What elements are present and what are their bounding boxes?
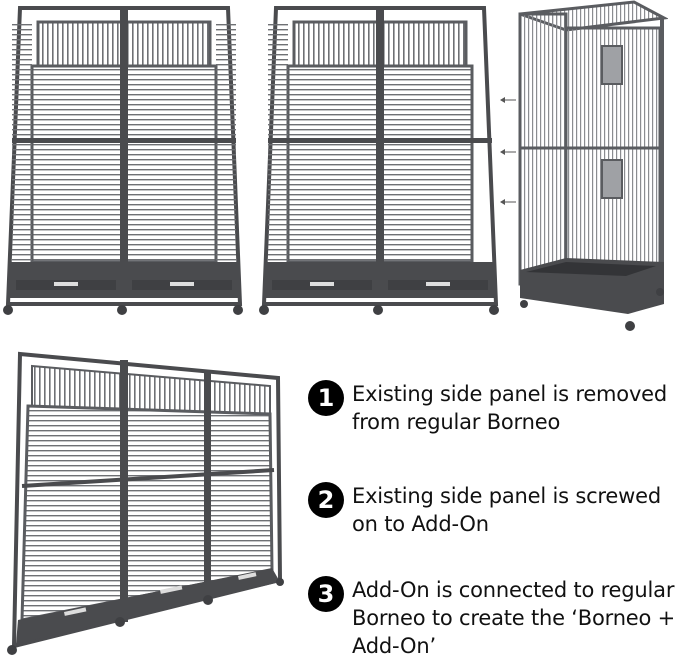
step-number-badge: 2	[308, 482, 344, 518]
step-number-badge: 1	[308, 380, 344, 416]
arrow-left-icon	[500, 148, 516, 156]
add-on-cage-image	[516, 0, 668, 336]
step-1: 1 Existing side panel is removed from re…	[308, 380, 678, 436]
step-text: Add-On is connected to regular Borneo to…	[352, 578, 676, 658]
step-3: 3 Add-On is connected to regular Borneo …	[308, 576, 678, 660]
combined-cage-image	[4, 350, 288, 656]
step-2: 2 Existing side panel is screwed on to A…	[308, 482, 678, 538]
step-text: Existing side panel is screwed on to Add…	[352, 484, 661, 536]
step-number-badge: 3	[308, 576, 344, 612]
double-cage-image-2	[258, 4, 502, 318]
double-cage-image-1	[2, 4, 246, 318]
arrow-left-icon	[500, 198, 516, 206]
step-text: Existing side panel is removed from regu…	[352, 382, 668, 434]
arrow-left-icon	[500, 96, 516, 104]
